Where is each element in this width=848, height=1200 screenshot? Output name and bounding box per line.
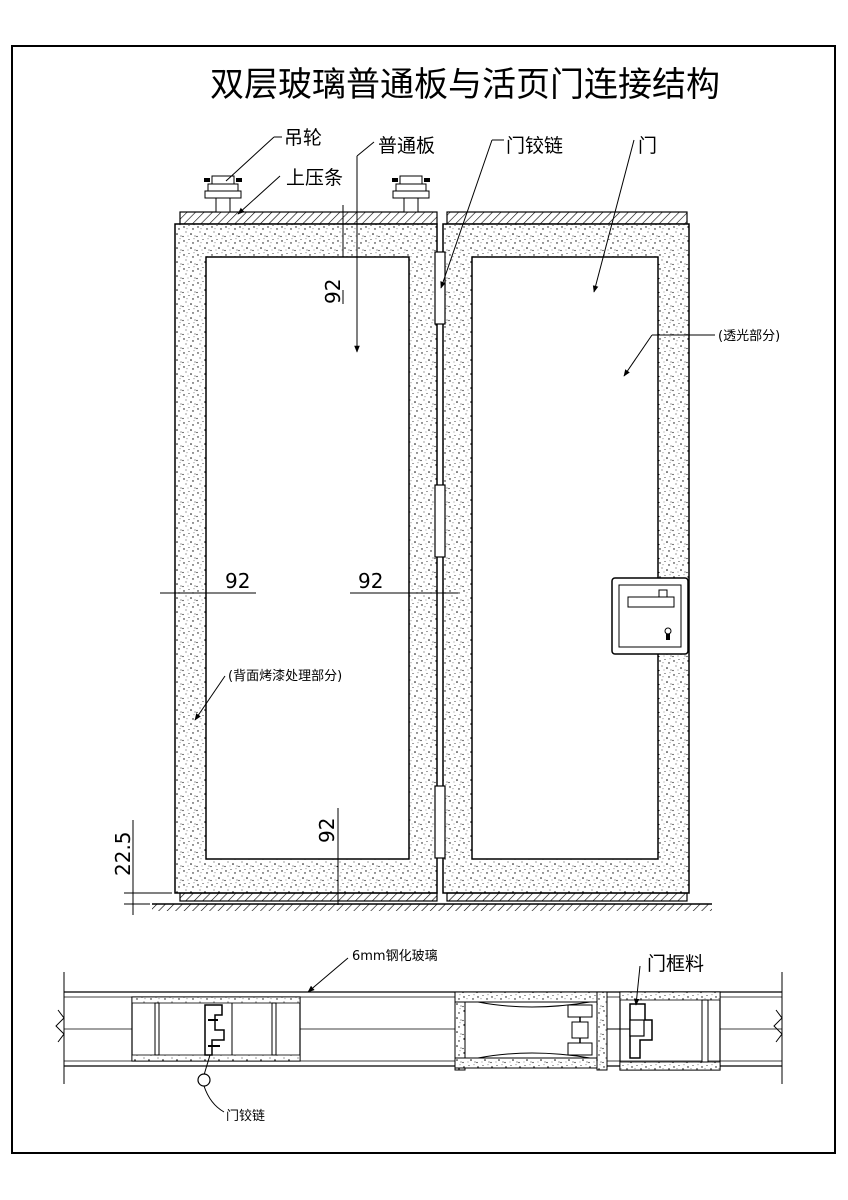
label-door: 门 <box>638 135 657 157</box>
dim-left-92: 92 <box>225 569 250 593</box>
hanging-wheel-left <box>204 175 242 213</box>
label-translucent: (透光部分) <box>718 329 780 344</box>
hinge-middle <box>434 484 446 558</box>
bottom-strip-right <box>446 892 688 902</box>
plan-section: 6mm钢化玻璃 门框料 门铰链 <box>55 949 783 1124</box>
top-strip-right <box>446 211 688 225</box>
elevation-view: 92 92 92 92 22.5 吊轮 上压条 普通板 门铰链 门 <box>111 127 780 915</box>
hinge-upper <box>434 251 446 325</box>
dim-floor-gap: 22.5 <box>111 831 135 876</box>
dim-bottom-92: 92 <box>315 818 339 843</box>
plain-panel <box>174 223 438 894</box>
label-door-frame: 门框料 <box>647 953 704 975</box>
top-strip-left <box>179 211 438 225</box>
label-door-hinge-bottom: 门铰链 <box>226 1109 265 1124</box>
hanging-wheel-right <box>392 175 430 213</box>
dim-top-92: 92 <box>321 279 345 304</box>
floor-hatch <box>152 904 712 911</box>
drawing-title: 双层玻璃普通板与活页门连接结构 <box>210 65 720 105</box>
sheet-border <box>11 45 836 1154</box>
bottom-strip-left <box>179 892 438 902</box>
label-glass: 6mm钢化玻璃 <box>352 949 438 964</box>
hinge-callout-circle <box>197 1073 211 1087</box>
hinge-lower <box>434 785 446 859</box>
label-door-hinge-top: 门铰链 <box>506 135 563 157</box>
label-back-painted: (背面烤漆处理部分) <box>228 668 342 684</box>
hinged-door <box>442 223 690 894</box>
label-plain-panel: 普通板 <box>378 135 435 157</box>
door-lock <box>611 577 689 655</box>
label-hanging-wheel: 吊轮 <box>284 127 322 149</box>
label-top-strip: 上压条 <box>286 167 343 189</box>
dim-mid-92: 92 <box>358 569 383 593</box>
